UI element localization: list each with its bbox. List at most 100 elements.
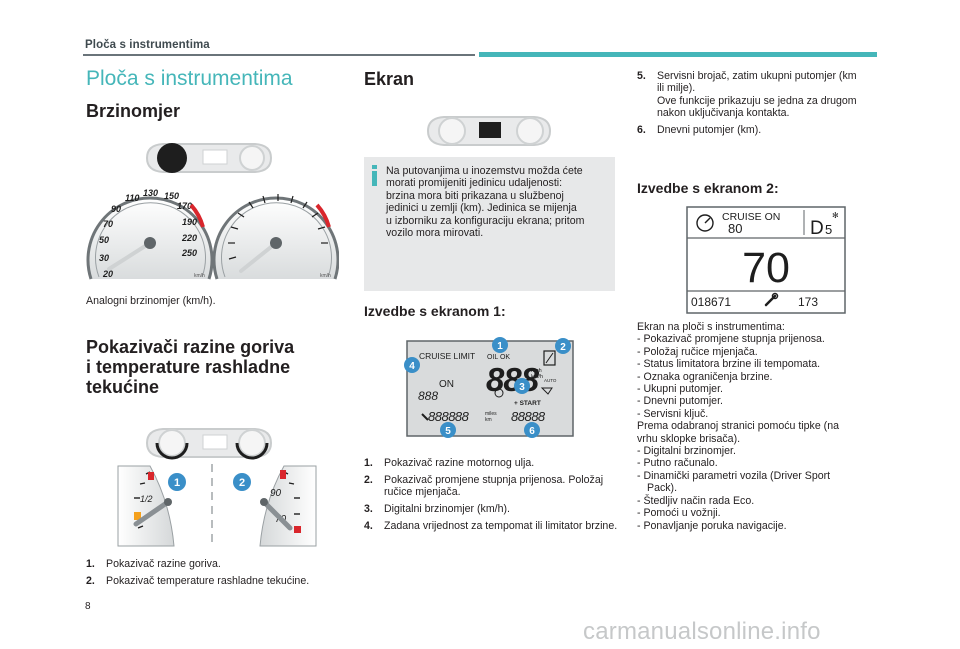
dial-unit-label: km/h [320, 273, 331, 279]
list-item: 1.Pokazivač razine motornog ulja. [364, 457, 535, 469]
display-small-digits: 888 [418, 389, 438, 403]
speedometer-illustration: 20 30 50 70 90 110 130 150 170 190 220 2… [86, 188, 339, 280]
list-item: 3.Digitalni brzinomjer (km/h). [364, 503, 510, 516]
description-line: - Oznaka ograničenja brzine. [637, 370, 773, 383]
cruise-on-label: CRUISE ON [722, 211, 780, 223]
info-note-line: brzina mora biti prikazana u službenoj [386, 189, 564, 202]
info-note-box: Na putovanjima u inozemstvu možda ćete m… [364, 157, 615, 291]
dial-tick-label: 220 [181, 233, 197, 243]
description-line: - Status limitatora brzine ili tempomata… [637, 358, 821, 371]
description-line: vrhu sklopke brisača). [637, 432, 741, 445]
description-line: - Ponavljanje poruka navigacije. [637, 519, 787, 532]
cruise-set-speed: 80 [728, 221, 742, 236]
callout-badge: 1 [174, 477, 180, 489]
dial-unit-label: km/h [194, 273, 205, 279]
km-label: km [485, 417, 492, 423]
dial-tick-label: 150 [164, 191, 179, 201]
display-odometer-digits: 888888 [428, 409, 470, 424]
dial-tick-label: 250 [181, 248, 197, 258]
callout-badge: 3 [519, 382, 525, 393]
fuel-gauge-legend: 1.Pokazivač razine goriva. 2.Pokazivač t… [86, 558, 356, 592]
display-2-illustration: CRUISE ON 80 D 5 70 018671 173 ✻ [686, 206, 846, 314]
heading-brzinomjer: Brzinomjer [86, 101, 181, 121]
description-line: - Štedljiv način rada Eco. [637, 494, 755, 507]
cluster-location-icon-gauges [145, 428, 273, 460]
speedometer-caption: Analogni brzinomjer (km/h). [86, 295, 216, 307]
dial-tick-label: 30 [99, 253, 109, 263]
dial-tick-label: 70 [103, 219, 113, 229]
list-item: 5. Servisni brojač, zatim ukupni putomje… [637, 70, 857, 120]
display-2-speed: 70 [742, 244, 790, 292]
snowflake-icon: ✻ [832, 211, 839, 220]
kmh-label: km/h [531, 374, 543, 380]
cluster-location-icon-speedo [145, 143, 273, 173]
list-item: 1.Pokazivač razine goriva. [86, 558, 221, 570]
info-note-line: u izborniku za konfiguraciju ekrana; pri… [386, 214, 585, 227]
heading-ekran: Ekran [364, 69, 415, 89]
section-header-label: Ploča s instrumentima [85, 39, 210, 51]
cruise-limit-label: CRUISE LIMIT [419, 351, 475, 361]
description-line: - Digitalni brzinomjer. [637, 445, 736, 458]
header-accent-bar [479, 52, 877, 57]
description-line: - Dinamički parametri vozila (Driver Spo… [637, 469, 831, 482]
description-line: - Pokazivač promjene stupnja prijenosa. [637, 333, 825, 346]
list-item: 2.Pokazivač temperature rashladne tekući… [86, 574, 310, 587]
callout-badge: 4 [409, 361, 415, 372]
auto-label: AUTO [544, 378, 557, 383]
description-line: - Ukupni putomjer. [637, 383, 723, 396]
gear-number: 5 [825, 222, 832, 237]
display-2-description: Ekran na ploči s instrumentima: - Pokazi… [637, 321, 882, 532]
header-rule [83, 54, 475, 56]
list-item: 6. Dnevni putomjer (km). [637, 124, 762, 137]
description-line: Prema odabranoj stranici pomoću tipke (n… [637, 420, 839, 433]
callout-badge: 2 [239, 477, 245, 489]
oil-ok-label: OIL OK [487, 354, 510, 361]
heading-izvedbe-2: Izvedbe s ekranom 2: [637, 180, 779, 196]
temperature-gauge-mid-label: 90 [270, 488, 282, 499]
description-line: Pack). [647, 482, 678, 495]
list-item: 4.Zadana vrijednost za tempomat ili limi… [364, 520, 618, 533]
heading-fuel-temperature: Pokazivači razine goriva i temperature r… [86, 337, 295, 397]
page-number: 8 [85, 601, 91, 612]
info-note-line: jedinici u zemlji (km). Jedinica se mije… [386, 202, 577, 215]
callout-badge: 2 [560, 342, 566, 353]
callout-badge: 6 [529, 426, 535, 437]
gear-letter: D [810, 218, 824, 239]
page-title: Ploča s instrumentima [86, 67, 293, 90]
info-icon [372, 165, 377, 186]
info-note-line: morati promijeniti jedinicu udaljenosti: [386, 177, 563, 190]
dial-tick-label: 50 [99, 235, 109, 245]
display-2-service-counter: 173 [798, 295, 818, 309]
display-1-legend-continued: 5. Servisni brojač, zatim ukupni putomje… [637, 70, 887, 141]
miles-label: miles [485, 411, 497, 417]
cluster-location-icon-screen [426, 116, 552, 146]
dial-tick-label: 110 [125, 193, 139, 203]
display-2-odometer: 018671 [691, 295, 731, 309]
start-label: + START [514, 400, 541, 407]
description-line: - Putno računalo. [637, 457, 718, 470]
fuel-temperature-gauges-illustration: 1/2 1 90 70 2 [117, 464, 317, 548]
list-item: 2.Pokazivač promjene stupnja prijenosa. … [364, 473, 604, 499]
heading-izvedbe-1: Izvedbe s ekranom 1: [364, 303, 506, 319]
mph-label: mph [531, 368, 542, 374]
description-line: - Dnevni putomjer. [637, 395, 723, 408]
description-line: - Položaj ručice mjenjača. [637, 345, 758, 358]
display-1-illustration: CRUISE LIMIT OIL OK 888 mph km/h ON 888 … [404, 337, 574, 438]
dial-tick-label: 170 [177, 201, 192, 211]
callout-badge: 1 [497, 341, 503, 352]
dial-tick-label: 190 [182, 217, 197, 227]
display-1-legend: 1.Pokazivač razine motornog ulja. 2.Poka… [364, 457, 619, 537]
dial-tick-label: 20 [102, 269, 113, 279]
watermark: carmanualsonline.info [583, 618, 821, 645]
description-line: Ekran na ploči s instrumentima: [637, 321, 785, 333]
dial-tick-label: 90 [111, 204, 121, 214]
callout-badge: 5 [445, 426, 451, 437]
description-line: - Servisni ključ. [637, 407, 709, 420]
info-note-line: vozilo mora mirovati. [386, 227, 484, 240]
on-label: ON [439, 379, 454, 390]
display-trip-digits: 88888 [511, 409, 546, 424]
fuel-gauge-half-label: 1/2 [140, 494, 153, 504]
dial-tick-label: 130 [143, 188, 158, 198]
info-note-line: Na putovanjima u inozemstvu možda ćete [386, 165, 583, 177]
description-line: - Pomoći u vožnji. [637, 507, 721, 520]
